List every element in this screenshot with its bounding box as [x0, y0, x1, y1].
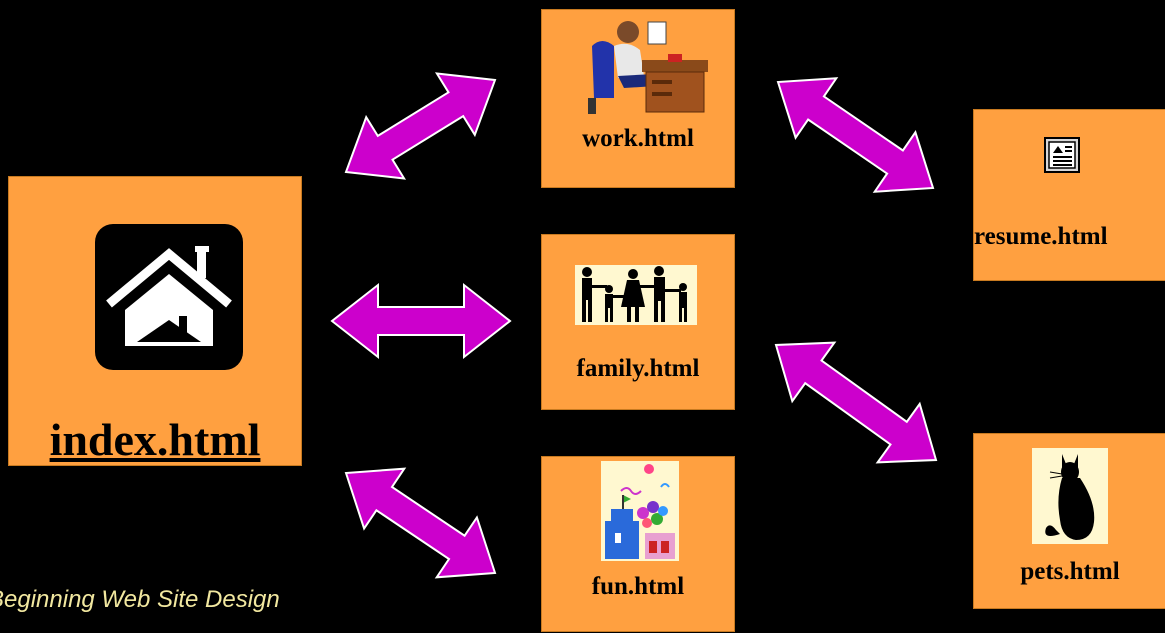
arrow-family-pets	[774, 341, 938, 464]
node-index[interactable]: index.html	[8, 176, 302, 466]
node-family-label[interactable]: family.html	[576, 355, 700, 382]
node-work[interactable]: work.html	[541, 9, 735, 188]
party-balloons-icon	[601, 461, 679, 561]
node-pets-label[interactable]: pets.html	[1020, 558, 1120, 585]
footer-caption: Beginning Web Site Design	[0, 586, 280, 613]
office-worker-icon	[584, 16, 710, 116]
node-index-label[interactable]: index.html	[49, 414, 261, 465]
arrow-index-work	[344, 72, 497, 180]
cat-silhouette-icon	[1032, 448, 1108, 544]
family-silhouette-icon	[575, 265, 697, 325]
document-icon	[1044, 137, 1080, 173]
node-resume[interactable]: resume.html	[973, 109, 1165, 281]
node-fun[interactable]: fun.html	[541, 456, 735, 632]
arrow-work-resume	[776, 77, 935, 193]
arrow-index-fun	[344, 467, 497, 579]
node-family[interactable]: family.html	[541, 234, 735, 410]
node-pets[interactable]: pets.html	[973, 433, 1165, 609]
node-fun-label[interactable]: fun.html	[591, 573, 685, 600]
house-icon	[95, 224, 243, 370]
node-work-label[interactable]: work.html	[582, 125, 694, 152]
node-resume-label[interactable]: resume.html	[974, 223, 1108, 250]
arrow-index-family	[330, 282, 512, 360]
